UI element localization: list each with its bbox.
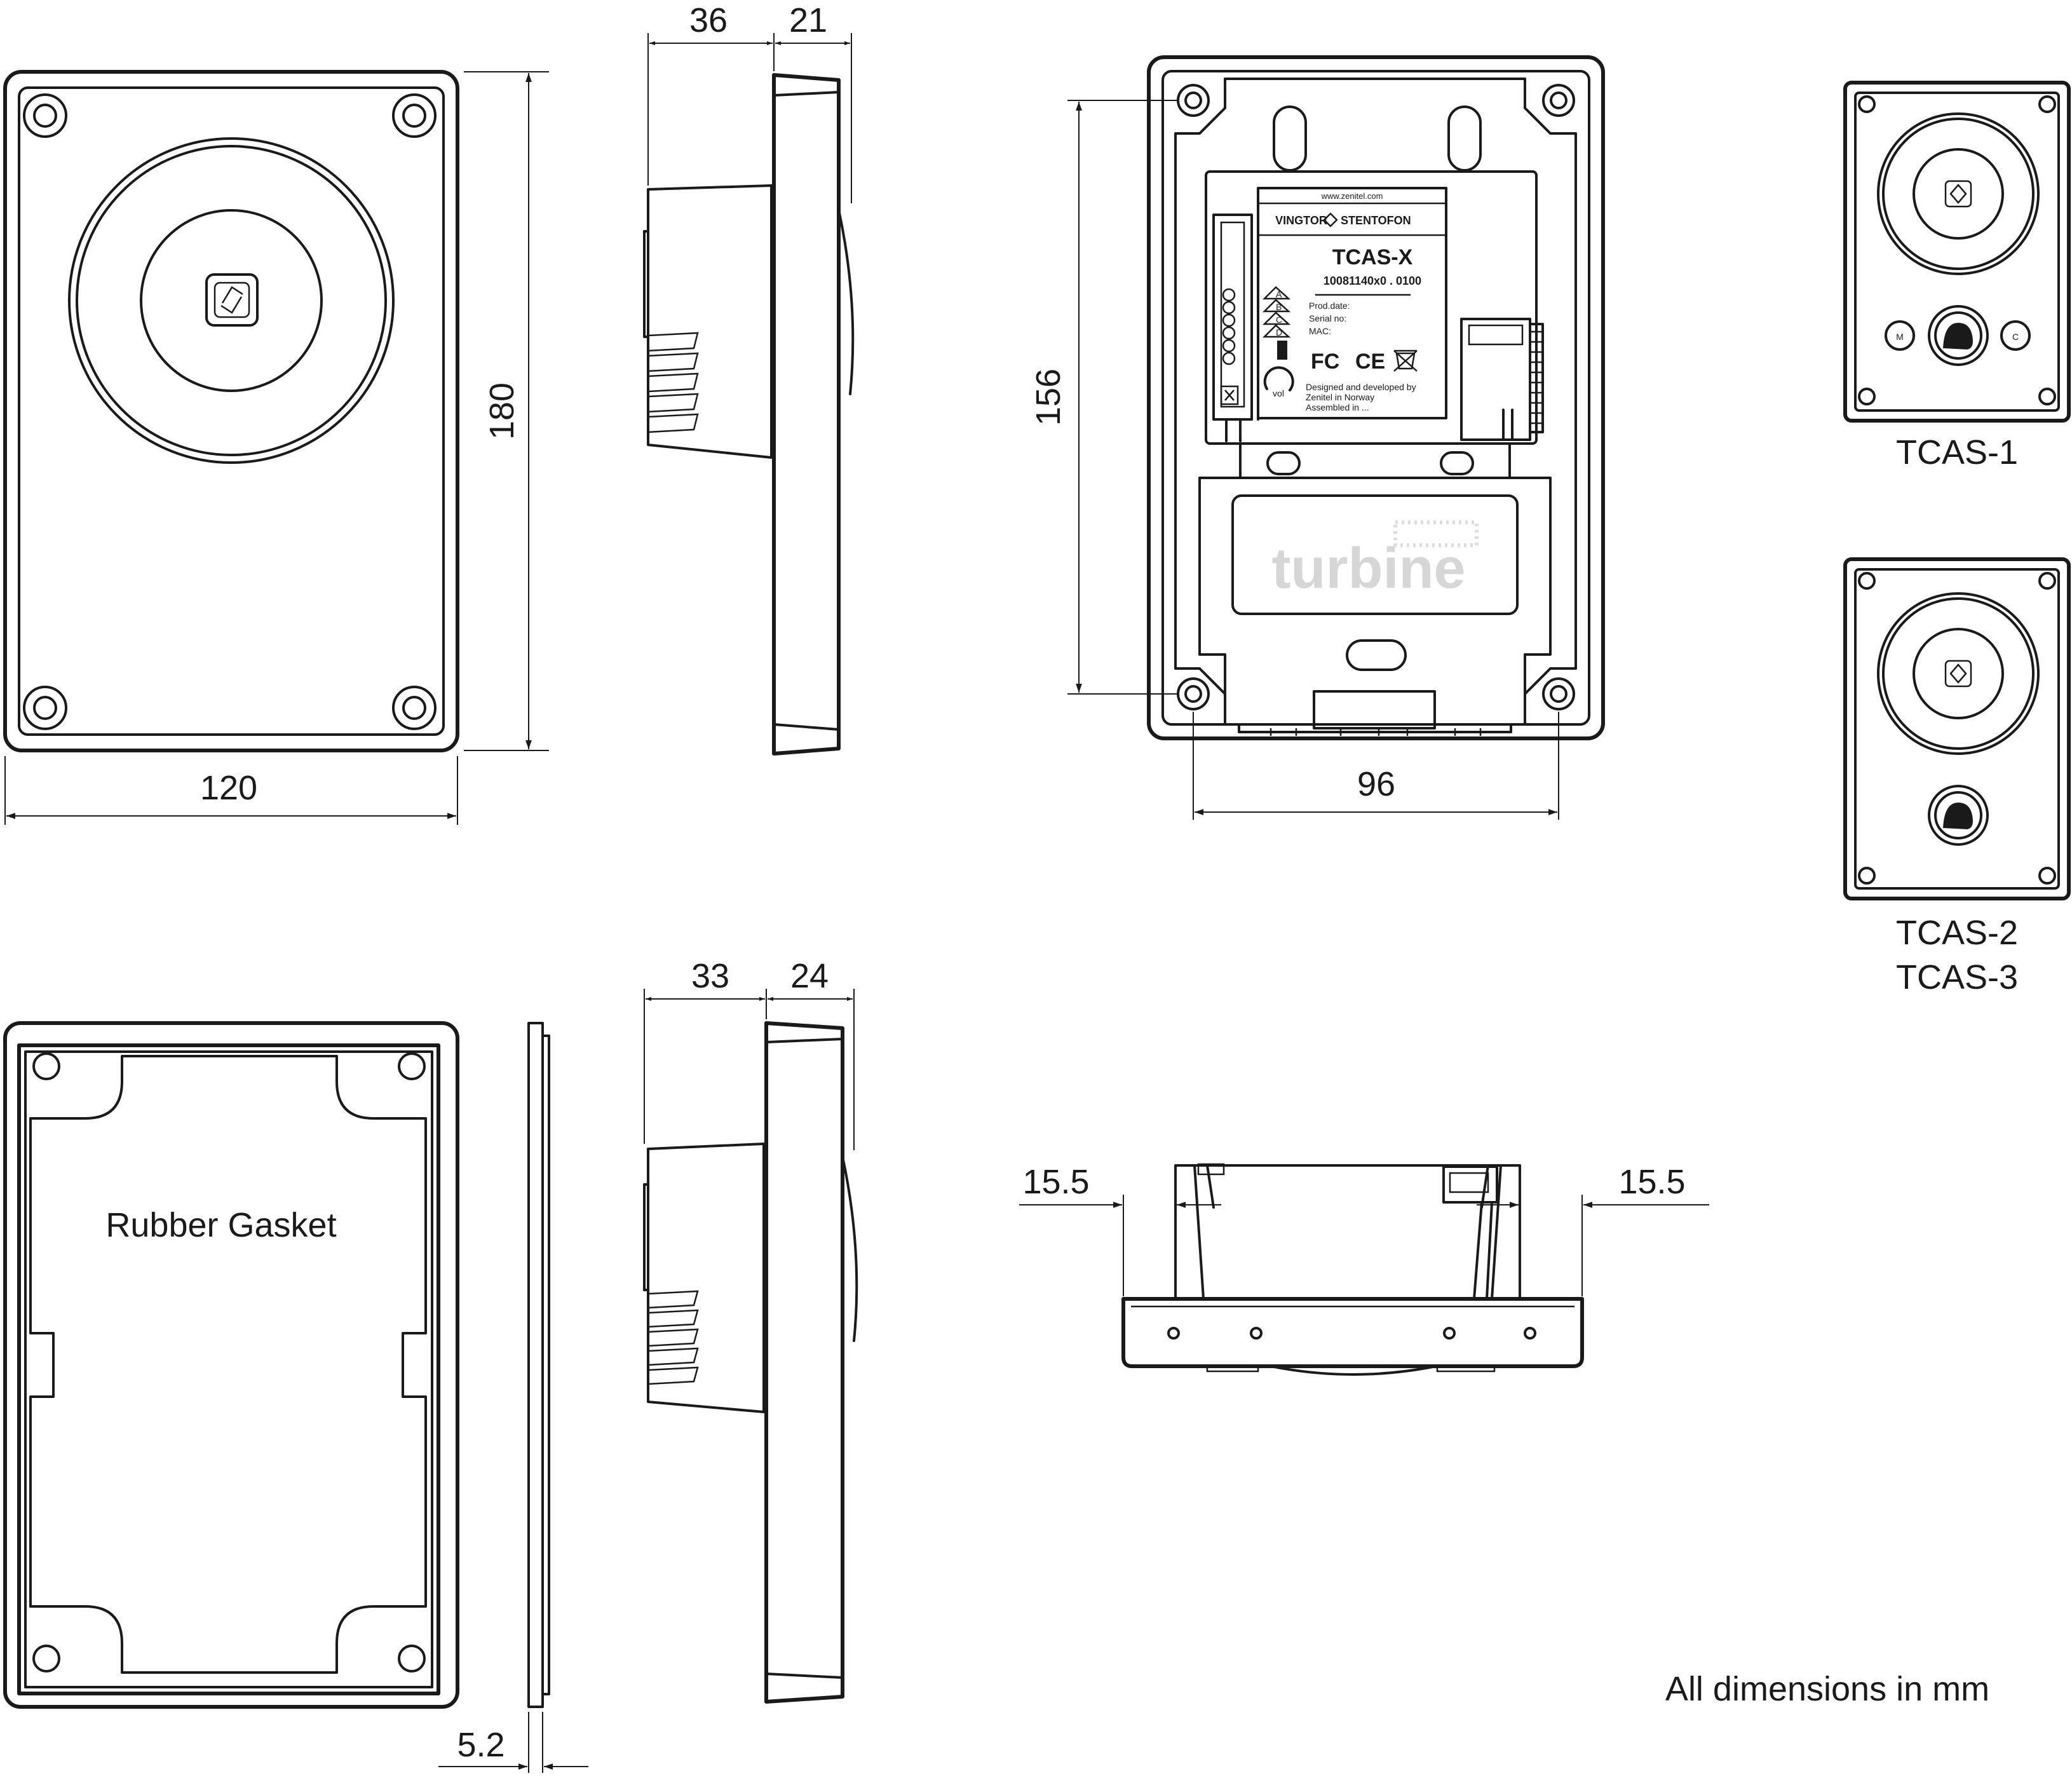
front-height-label: 180: [483, 383, 521, 440]
side2-depth-front-label: 24: [790, 957, 829, 995]
dim-bottom-right: 15.5: [1477, 1163, 1709, 1296]
label-serial: Serial no:: [1309, 313, 1346, 323]
rear-screw-tr: [1542, 84, 1575, 117]
label-designed-1: Designed and developed by: [1306, 382, 1416, 392]
rj45-bottom: [1442, 1165, 1498, 1300]
label-ce: CE: [1355, 349, 1385, 374]
terminal-d: D: [1276, 327, 1282, 337]
front-width-label: 120: [200, 769, 257, 807]
label-fcc: FC: [1311, 349, 1339, 374]
dim-front-width: 120: [4, 756, 458, 825]
dim-front-height: 180: [464, 71, 549, 751]
variant-tcas2: [1843, 557, 2071, 900]
label-brand-right: STENTOFON: [1341, 214, 1411, 227]
bottom-left-offset-label: 15.5: [1022, 1163, 1089, 1201]
side-depth-back-label: 36: [689, 1, 728, 39]
side-view-top: [643, 73, 855, 756]
tcas2-logo-icon: [1944, 660, 1972, 688]
call-button-icon: [1928, 785, 1989, 846]
terminal-c: C: [1276, 315, 1282, 325]
gasket-side-view: [527, 1022, 550, 1708]
call-button-icon: [1928, 305, 1989, 366]
dim-gasket-thickness: 5.2: [438, 1712, 588, 1773]
gasket-label: Rubber Gasket: [105, 1206, 336, 1244]
dim-rear-width: 96: [1193, 712, 1559, 820]
screw-top-right: [392, 93, 437, 138]
tcas1-logo-icon: [1944, 180, 1972, 208]
dim-side-depth-2: 33 24: [644, 957, 855, 1150]
dim-bottom-left: 15.5: [1019, 1163, 1221, 1296]
tcas3-label: TCAS-3: [1896, 958, 2018, 996]
gasket-view: Rubber Gasket: [3, 1021, 459, 1709]
weee-bin-icon: [1393, 349, 1418, 372]
screw-bottom-left: [23, 686, 67, 730]
label-model: TCAS-X: [1332, 245, 1413, 269]
tcas1-button-c: C: [2000, 320, 2031, 351]
dim-rear-height: 156: [1029, 100, 1179, 695]
rear-screw-bl: [1177, 677, 1210, 710]
side-view-bottom: [643, 1021, 858, 1704]
tcas2-label: TCAS-2: [1896, 914, 2018, 952]
terminal-labels: A B C D: [1262, 286, 1291, 360]
tcas1-button-m: M: [1885, 320, 1915, 351]
terminal-b: B: [1276, 302, 1282, 312]
rear-screw-br: [1542, 677, 1575, 710]
label-designed-3: Assembled in ...: [1306, 402, 1369, 412]
tcas1-c-label: C: [2012, 332, 2019, 342]
screw-top-left: [23, 93, 67, 138]
side-depth-front-label: 21: [789, 1, 827, 39]
rj45-socket: [1460, 318, 1544, 441]
dim-side-depth-1: 36 21: [647, 1, 852, 203]
rear-width-label: 96: [1357, 765, 1395, 803]
gasket-thickness-label: 5.2: [457, 1726, 504, 1764]
volume-knob-icon: vol: [1263, 366, 1294, 398]
side2-depth-back-label: 33: [691, 957, 729, 995]
label-designed-2: Zenitel in Norway: [1306, 392, 1374, 402]
label-brand-left: VINGTOR: [1275, 214, 1327, 227]
watermark-dots: [1393, 520, 1479, 547]
label-vol: vol: [1273, 388, 1284, 398]
speaker-grille: [68, 137, 395, 464]
tcas1-m-label: M: [1896, 332, 1904, 342]
label-part-number: 10081140x0 . 0100: [1324, 275, 1421, 287]
label-website: www.zenitel.com: [1321, 191, 1383, 201]
terminal-block: [1220, 288, 1239, 405]
stentofon-logo-icon: [205, 273, 259, 327]
variant-tcas1: M C: [1843, 81, 2071, 423]
rear-height-label: 156: [1029, 369, 1067, 426]
label-prod-date: Prod.date:: [1309, 301, 1350, 311]
label-watermark: turbine: [1272, 537, 1466, 601]
screw-bottom-right: [392, 686, 437, 730]
front-view: [3, 70, 459, 752]
terminal-a: A: [1276, 289, 1282, 299]
bottom-view: [1121, 1163, 1584, 1376]
rear-screw-tl: [1177, 84, 1210, 117]
brand-diamond-icon: [1323, 212, 1338, 227]
label-mac: MAC:: [1309, 326, 1331, 336]
rear-view: www.zenitel.com VINGTOR STENTOFON TCAS-X…: [1147, 55, 1605, 740]
tcas1-label: TCAS-1: [1896, 433, 2018, 472]
footnote: All dimensions in mm: [1665, 1670, 1989, 1708]
bottom-right-offset-label: 15.5: [1618, 1163, 1685, 1201]
